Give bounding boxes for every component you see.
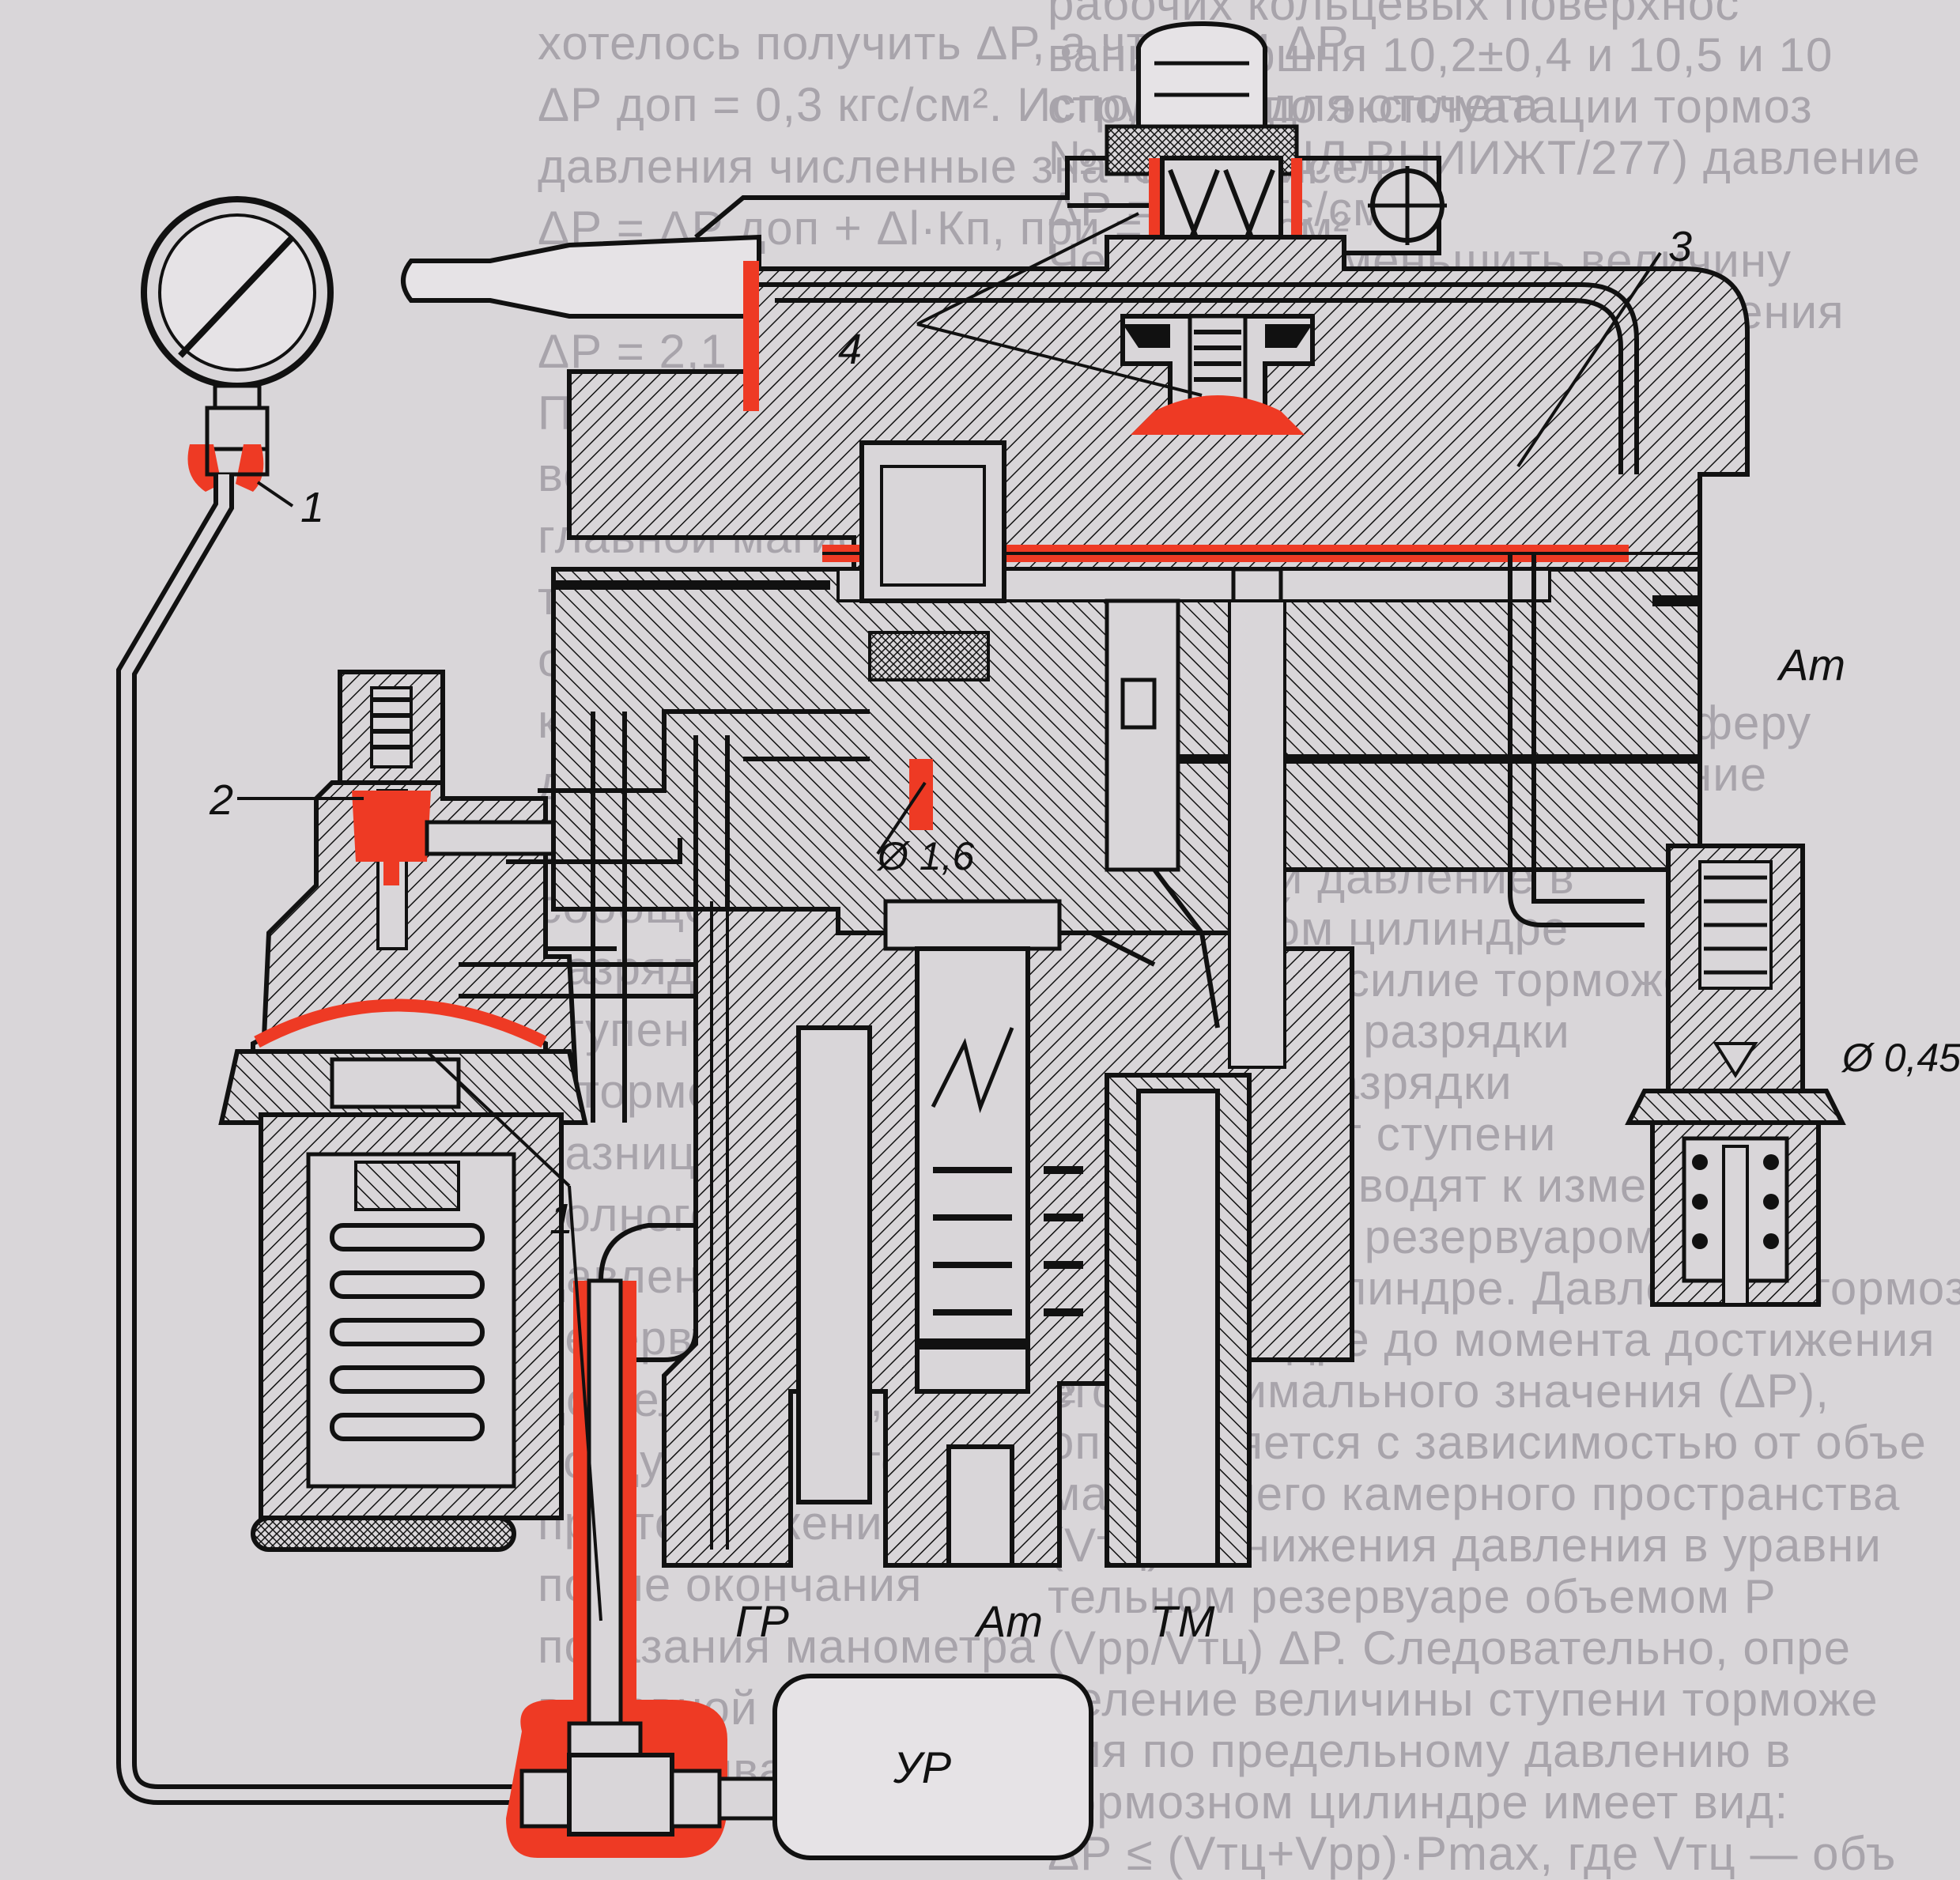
- label-diameter-1-6: Ø 1,6: [876, 834, 974, 878]
- left-spring: [330, 1223, 485, 1441]
- label-diameter-0-45: Ø 0,45: [1841, 1036, 1960, 1080]
- label-3: 3: [1668, 223, 1692, 270]
- left-valve-unit: [218, 670, 647, 1552]
- label-at-right: Ат: [1777, 640, 1845, 689]
- diagram-labels: 1 2 3 4 Ø 1,6 Ø 0,45 Ат 1 ГР Ат ТМ УР: [209, 223, 1960, 1792]
- gauge-needle: [178, 235, 295, 358]
- label-4: 4: [838, 326, 862, 373]
- label-tm: ТМ: [1150, 1596, 1215, 1646]
- right-valve: [1625, 844, 1846, 1307]
- label-gr: ГР: [735, 1596, 789, 1646]
- lower-housing: [662, 599, 1354, 1568]
- pressure-gauge: [141, 196, 334, 492]
- leader-lines: [237, 212, 1662, 1621]
- main-body: [551, 21, 1750, 935]
- label-ur: УР: [893, 1742, 951, 1792]
- label-2: 2: [209, 776, 233, 824]
- ur-connection: [506, 1223, 785, 1858]
- center-spring: [933, 1167, 1012, 1316]
- label-at-bottom: Ат: [974, 1596, 1043, 1646]
- equalizing-reservoir: [772, 1674, 1093, 1860]
- label-1-mid: 1: [549, 1195, 573, 1243]
- label-1-top: 1: [300, 484, 324, 531]
